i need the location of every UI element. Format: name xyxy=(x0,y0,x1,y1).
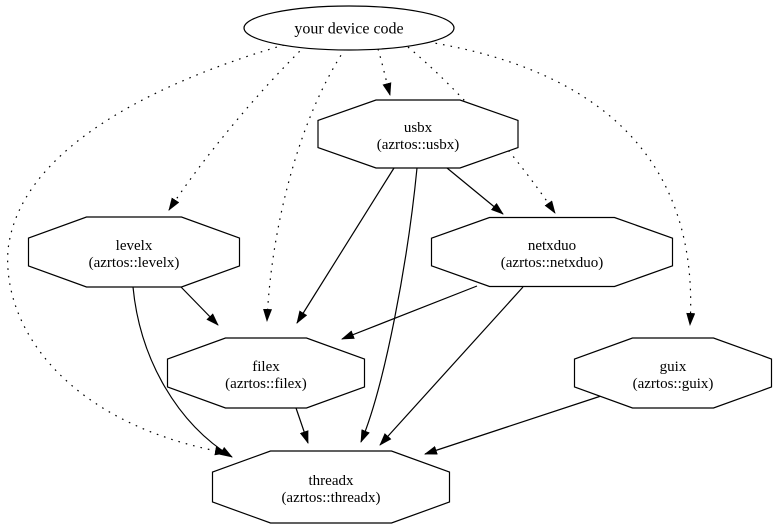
usbx-sublabel: (azrtos::usbx) xyxy=(377,137,459,153)
edge-netxduo-to-threadx xyxy=(379,286,524,446)
guix-label: guix xyxy=(660,359,687,375)
edge-levelx-to-filex xyxy=(180,286,219,326)
edge-usbx-to-threadx xyxy=(360,167,418,443)
edge-device-to-filex-dotted xyxy=(263,48,346,322)
guix-sublabel: (azrtos::guix) xyxy=(633,376,714,392)
edge-netxduo-to-filex xyxy=(341,285,478,340)
edge-device-to-usbx-dotted xyxy=(377,48,392,96)
threadx-sublabel: (azrtos::threadx) xyxy=(281,490,380,506)
edge-filex-to-threadx xyxy=(295,407,309,444)
device-label: your device code xyxy=(294,21,403,38)
guix-octagon-shape xyxy=(573,337,773,409)
edge-levelx-to-threadx xyxy=(132,286,233,458)
netxduo-sublabel: (azrtos::netxduo) xyxy=(501,255,603,271)
node-device: your device code xyxy=(243,5,455,51)
filex-label: filex xyxy=(252,359,280,375)
edge-usbx-to-filex xyxy=(296,167,395,324)
levelx-label: levelx xyxy=(116,238,153,254)
node-levelx: levelx(azrtos::levelx) xyxy=(27,216,241,288)
node-threadx: threadx(azrtos::threadx) xyxy=(211,450,451,524)
threadx-label: threadx xyxy=(309,473,354,489)
node-netxduo: netxduo(azrtos::netxduo) xyxy=(430,216,674,288)
levelx-sublabel: (azrtos::levelx) xyxy=(89,255,180,271)
netxduo-octagon-shape xyxy=(430,216,674,288)
node-usbx: usbx(azrtos::usbx) xyxy=(317,99,519,169)
threadx-octagon-shape xyxy=(211,450,451,524)
netxduo-label: netxduo xyxy=(528,238,576,254)
usbx-octagon-shape xyxy=(317,99,519,169)
device-ellipse-shape xyxy=(243,5,455,51)
node-guix: guix(azrtos::guix) xyxy=(573,337,773,409)
filex-sublabel: (azrtos::filex) xyxy=(225,376,307,392)
edge-usbx-to-netxduo xyxy=(446,167,504,215)
node-filex: filex(azrtos::filex) xyxy=(166,337,366,409)
filex-octagon-shape xyxy=(166,337,366,409)
edge-guix-to-threadx xyxy=(424,395,602,455)
usbx-label: usbx xyxy=(404,120,433,136)
levelx-octagon-shape xyxy=(27,216,241,288)
edge-device-to-levelx-dotted xyxy=(168,45,306,211)
